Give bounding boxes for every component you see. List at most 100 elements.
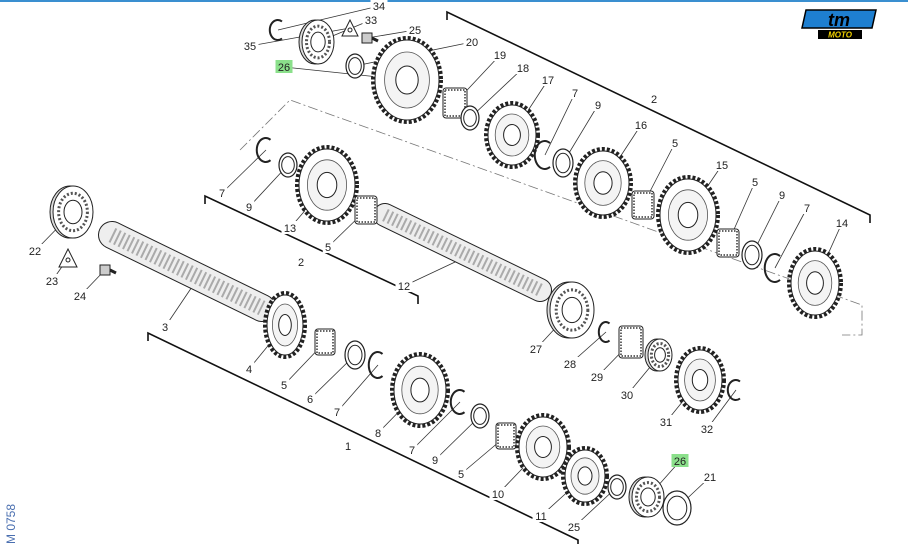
logo-badge <box>801 9 877 29</box>
needle-rollers <box>718 230 738 256</box>
callout-7: 7 <box>331 405 343 419</box>
callout-17: 17 <box>539 73 557 87</box>
washer-part <box>741 240 763 270</box>
plate-part <box>58 247 78 268</box>
bolt-head <box>361 32 373 44</box>
bracket-line <box>147 331 579 544</box>
label-bg <box>71 289 89 302</box>
callout-number: 11 <box>535 511 546 523</box>
callout-number: 9 <box>246 202 252 214</box>
callout-number: 14 <box>836 218 848 230</box>
logo-sub: MOTO <box>828 31 853 40</box>
callout-number: 5 <box>281 380 287 392</box>
callout-number: 23 <box>46 276 58 288</box>
callout-21: 21 <box>701 470 719 484</box>
needle-cage <box>618 325 644 359</box>
callout-number: 17 <box>542 75 554 87</box>
leader-line <box>221 149 267 194</box>
label-bg <box>776 188 788 201</box>
callout-number: 29 <box>591 372 603 384</box>
bolt-shank <box>371 36 379 43</box>
gear-hub <box>577 466 593 486</box>
callout-20: 20 <box>463 35 481 49</box>
label-bg <box>657 415 675 428</box>
top-border <box>0 0 908 2</box>
label-bg <box>429 453 441 466</box>
label-bg <box>532 509 550 522</box>
label-bg <box>278 378 290 391</box>
label-bg <box>243 362 255 375</box>
bracket-group-2-lower: 2 <box>204 194 419 304</box>
callout-6: 6 <box>304 392 316 406</box>
callout-31: 31 <box>657 415 675 429</box>
callout-15: 15 <box>713 158 731 172</box>
gear-hub <box>278 314 292 336</box>
callout-26: 26 <box>671 454 689 468</box>
callout-number: 24 <box>74 291 86 303</box>
parts <box>49 18 843 526</box>
gear-hub <box>534 436 552 458</box>
callout-number: 25 <box>568 522 580 534</box>
label-bg <box>372 426 384 439</box>
shaft-12 <box>373 203 552 302</box>
clip-part <box>255 137 272 163</box>
dash-dot-frame <box>239 99 863 336</box>
label-bg <box>26 244 44 257</box>
bracket-line <box>204 194 419 304</box>
callout-number: 35 <box>244 41 256 53</box>
callout-4: 4 <box>243 362 255 376</box>
bracket-group-2-upper: 2 <box>446 10 871 223</box>
gear-hub <box>503 124 521 146</box>
circlip <box>533 140 551 170</box>
gear-part <box>674 346 726 414</box>
needle-rollers <box>620 327 642 357</box>
gear-hub <box>691 369 709 391</box>
label-bg <box>592 98 604 111</box>
callout-number: 19 <box>494 50 506 62</box>
needle-cage <box>442 87 468 119</box>
washer-part <box>344 340 366 370</box>
needle-rollers <box>316 330 334 354</box>
gear-part <box>656 175 720 255</box>
washer-inner <box>610 478 624 496</box>
bolt-shank <box>109 268 117 275</box>
circlip <box>268 19 283 41</box>
needle-cage <box>716 228 740 258</box>
bearing-bore <box>63 199 83 225</box>
callout-number: 30 <box>621 390 633 402</box>
callout-29: 29 <box>588 370 606 384</box>
gear-hub <box>316 171 338 199</box>
callout-25: 25 <box>565 520 583 534</box>
callout-14: 14 <box>833 216 851 230</box>
callout-number: 7 <box>409 445 415 457</box>
washer-part <box>552 148 574 178</box>
plate-hole <box>65 257 71 263</box>
callout-number: 20 <box>466 37 478 49</box>
label-bg <box>565 520 583 533</box>
callout-23: 23 <box>43 274 61 288</box>
clip-part <box>726 379 741 401</box>
washer-part <box>460 105 480 131</box>
washer-inner <box>473 407 487 425</box>
washer-part <box>470 403 490 429</box>
callout-7: 7 <box>801 201 813 215</box>
highlight-badge <box>275 60 293 73</box>
bolt-part <box>99 264 117 276</box>
callout-number: 3 <box>162 322 168 334</box>
callout-22: 22 <box>26 244 44 258</box>
circlip <box>763 253 781 283</box>
leader-line <box>277 5 380 31</box>
callout-number: 34 <box>373 1 385 13</box>
callout-34: 34 <box>370 0 388 13</box>
callout-number: 28 <box>564 359 576 371</box>
group-label: 1 <box>345 441 351 453</box>
gear-part <box>390 352 450 428</box>
callout-9: 9 <box>429 453 441 467</box>
circlip <box>255 137 272 163</box>
needle-part <box>495 422 517 450</box>
needle-part <box>618 325 644 359</box>
washer-inner <box>348 57 362 75</box>
label-bg <box>569 86 581 99</box>
bearing-bore <box>654 347 666 363</box>
bearing-bore <box>640 487 656 507</box>
